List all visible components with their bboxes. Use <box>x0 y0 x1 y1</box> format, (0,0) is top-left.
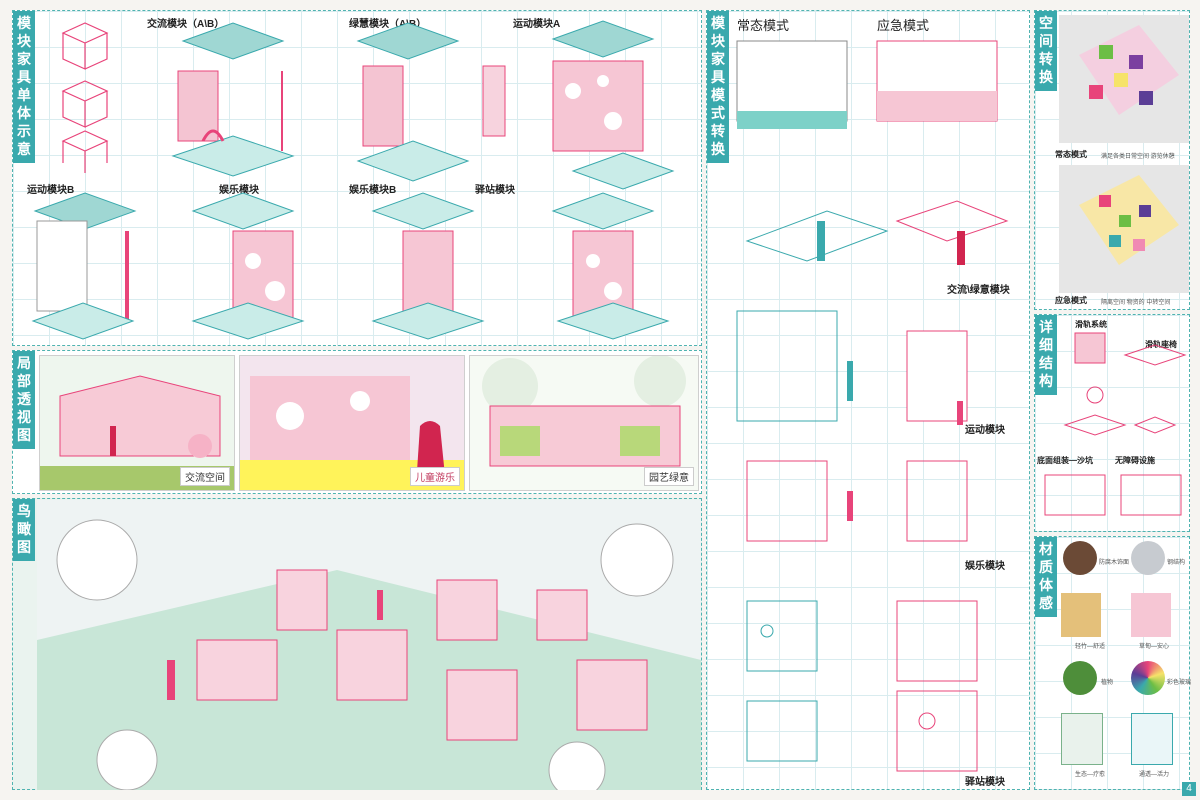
label-bottom-sandpit: 底面组装—沙坑 <box>1037 456 1093 465</box>
title-green-module: 绿慧模块（A\B） <box>349 19 427 30</box>
material-eco-label: 生态—疗愈 <box>1075 772 1106 778</box>
title-fun-b: 娱乐模块B <box>349 185 397 196</box>
title-sport-a: 运动模块A <box>513 19 561 30</box>
sport-sketch <box>736 310 968 425</box>
station-sketch <box>746 600 978 772</box>
material-plant-swatch <box>1063 661 1097 695</box>
fun-a-module-drawing <box>191 192 305 340</box>
space-normal-label: 常态模式 <box>1055 150 1087 159</box>
material-steel-label: 钢结构 <box>1167 560 1186 566</box>
unit-cube-stack <box>61 22 109 173</box>
aerial-panel: 鸟瞰图 <box>12 498 702 790</box>
fun-sketch <box>746 460 968 542</box>
space-emergency-label: 应急模式 <box>1055 296 1087 305</box>
fun-b-module-drawing <box>371 192 485 340</box>
detail-panel: 详细结构 滑轨系统 滑轨座椅 底面组装—沙坑 无障碍设施 <box>1034 314 1190 532</box>
material-panel: 材质体感 防腐木饰面 钢结构 轻竹—舒适 草甸—安心 植物 彩色玻璃 生态—疗愈… <box>1034 536 1192 790</box>
label-station-module: 驿站模块 <box>965 777 1005 788</box>
label-kids-play: 儿童游乐 <box>410 467 460 486</box>
space-switch-title: 空间转换 <box>1035 11 1057 91</box>
label-fun-module: 娱乐模块 <box>965 561 1005 572</box>
material-meadow-label: 草甸—安心 <box>1139 644 1170 650</box>
mode-switch-panel: 模块家具模式转换 常态模式 应急模式 <box>706 10 1030 790</box>
local-view-exchange: 交流空间 <box>39 355 235 491</box>
aerial-illustration <box>37 500 701 790</box>
material-steel-swatch <box>1131 541 1165 575</box>
space-normal-sub: 满足各类日常空间 游览休憩 <box>1101 154 1175 160</box>
material-bamboo-label: 轻竹—舒适 <box>1075 644 1106 650</box>
green-module-drawing <box>356 22 506 182</box>
label-sport-module: 运动模块 <box>965 425 1005 436</box>
material-plant-label: 植物 <box>1101 680 1114 686</box>
material-airy-label: 通透—活力 <box>1139 772 1170 778</box>
material-wood-swatch <box>1063 541 1097 575</box>
exchange-module-drawing <box>171 22 295 177</box>
material-title: 材质体感 <box>1035 537 1057 617</box>
sport-b-module-drawing <box>31 192 137 340</box>
station-module-drawing <box>551 192 670 340</box>
detail-title: 详细结构 <box>1035 315 1057 395</box>
mode-illustrations <box>736 40 1009 772</box>
material-colorglass-swatch <box>1131 661 1165 695</box>
label-garden: 园艺绿意 <box>644 467 694 486</box>
detail-drawings <box>1044 332 1187 516</box>
exchange-green-sketch <box>745 200 1009 265</box>
module-illustrations <box>31 20 675 340</box>
material-bamboo-swatch <box>1061 593 1101 637</box>
material-wood-label: 防腐木饰面 <box>1099 560 1130 566</box>
title-station: 驿站模块 <box>475 185 515 196</box>
space-switch-panel: 空间转换 常态模式 满足各类日常空间 游览休憩 应急模式 隔离空间 物资的 中转… <box>1034 10 1190 310</box>
label-exchange-green-module: 交流\绿意模块 <box>947 285 1010 296</box>
local-view-kids: 儿童游乐 <box>239 355 465 491</box>
label-exchange-space: 交流空间 <box>180 467 230 486</box>
material-eco-swatch <box>1061 713 1103 765</box>
material-meadow-swatch <box>1131 593 1171 637</box>
aerial-title: 鸟瞰图 <box>13 499 35 561</box>
title-exchange-module: 交流模块（A\B） <box>147 19 225 30</box>
title-fun-a: 娱乐模块 <box>219 185 259 196</box>
page-number: 4 <box>1182 782 1196 796</box>
label-slide-chair: 滑轨座椅 <box>1145 340 1177 349</box>
mode-switch-title: 模块家具模式转换 <box>707 11 729 163</box>
local-views-title: 局部透视图 <box>13 351 35 449</box>
module-units-panel: 模块家具单体示意 交流模块（A\B） 绿慧模块（A\B） 运动模块A 运动模块B… <box>12 10 702 346</box>
local-views-panel: 局部透视图 交流空间 儿童游乐 园艺绿意 <box>12 350 702 494</box>
sport-a-module-drawing <box>551 20 675 190</box>
title-emergency-mode: 应急模式 <box>877 18 930 33</box>
material-airy-swatch <box>1131 713 1173 765</box>
title-sport-b: 运动模块B <box>27 185 75 196</box>
label-barrier-free: 无障碍设施 <box>1115 456 1155 465</box>
module-units-title: 模块家具单体示意 <box>13 11 35 163</box>
material-colorglass-label: 彩色玻璃 <box>1167 680 1192 686</box>
space-plans <box>1059 15 1189 293</box>
label-slide-system: 滑轨系统 <box>1075 320 1107 329</box>
title-normal-mode: 常态模式 <box>737 18 790 33</box>
local-view-garden: 园艺绿意 <box>469 355 699 491</box>
space-emergency-sub: 隔离空间 物资的 中转空间 <box>1101 300 1171 306</box>
